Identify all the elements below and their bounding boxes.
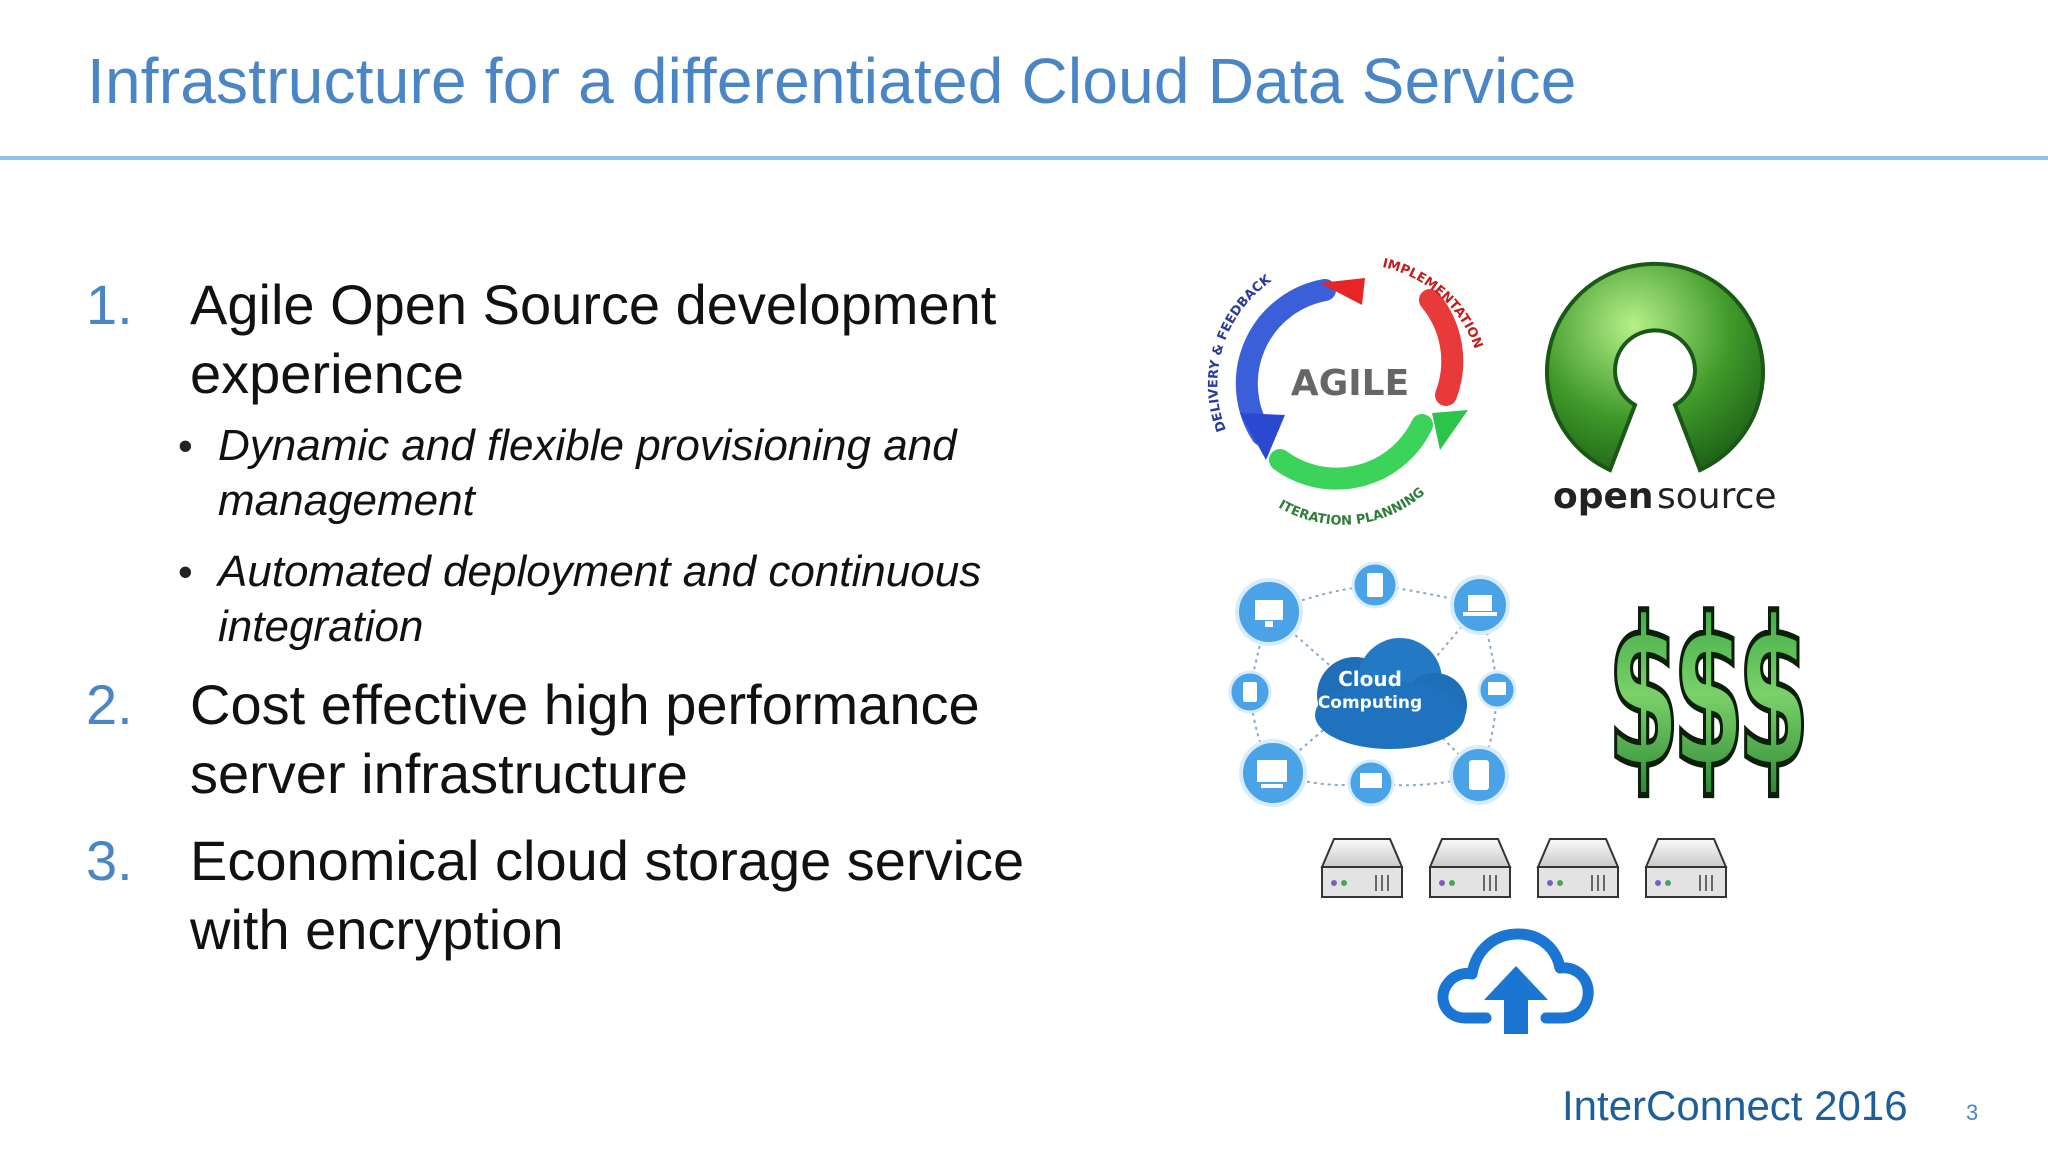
- cloud-label-line1: Cloud: [1338, 667, 1402, 691]
- iteration-planning-label: ITERATION PLANNING: [1276, 485, 1428, 529]
- money-image: $$$: [1605, 580, 1820, 800]
- device-node-desktop-icon: [1235, 578, 1303, 646]
- open-source-word-source: source: [1657, 476, 1777, 517]
- agile-cycle-image: AGILE IMPLEMENTATION DELIVERY & FEEDBACK…: [1206, 256, 1485, 529]
- open-source-word-open: open: [1553, 476, 1654, 517]
- list-item-3: 3. Economical cloud storage service with…: [86, 826, 1126, 964]
- sub-bullet-1: • Dynamic and flexible provisioning and …: [178, 418, 1126, 528]
- device-node-tablet-icon: [1228, 670, 1272, 714]
- device-node-monitor-icon: [1347, 759, 1395, 807]
- agile-label: AGILE: [1291, 363, 1409, 404]
- cloud-upload-icon: [1437, 928, 1594, 1034]
- open-source-keyhole-icon: [1545, 261, 1765, 473]
- server-icon: [1320, 838, 1404, 898]
- svg-text:ITERATION PLANNING: ITERATION PLANNING: [1276, 485, 1428, 529]
- sub-bullet-2: • Automated deployment and continuous in…: [178, 544, 1126, 654]
- footer-brand: InterConnect 2016: [1562, 1082, 1908, 1129]
- cloud-computing-image: Cloud Computing: [1228, 561, 1517, 807]
- list-number-1: 1.: [86, 273, 133, 336]
- list-text-3: Economical cloud storage service with en…: [190, 829, 1025, 961]
- list-text-1: Agile Open Source development experience: [190, 273, 997, 405]
- page-number: 3: [1966, 1100, 1979, 1125]
- device-node-phone-icon: [1351, 561, 1399, 609]
- iteration-arc: [1269, 414, 1433, 490]
- iteration-arrowhead: [1432, 410, 1468, 450]
- list-number-2: 2.: [86, 673, 133, 736]
- cloud-computing-cloud: [1315, 638, 1467, 749]
- device-node-mobile-icon: [1449, 745, 1509, 805]
- list-item-1: 1. Agile Open Source development experie…: [86, 270, 1126, 408]
- server-icon: [1644, 838, 1728, 898]
- device-node-workstation-icon: [1239, 739, 1307, 807]
- sub-bullet-text-1: Dynamic and flexible provisioning and ma…: [218, 421, 957, 525]
- bullet-dot: •: [178, 422, 193, 469]
- server-icon: [1428, 838, 1512, 898]
- list-number-3: 3.: [86, 829, 133, 892]
- device-node-pc-icon: [1477, 670, 1517, 710]
- list-text-2: Cost effective high performance server i…: [190, 673, 980, 805]
- open-source-logo: open source: [1545, 261, 1777, 517]
- implementation-arc: [1419, 289, 1464, 406]
- device-node-laptop-icon: [1450, 575, 1510, 635]
- list-item-2: 2. Cost effective high performance serve…: [86, 670, 1126, 808]
- slide-title: Infrastructure for a differentiated Clou…: [87, 45, 1577, 117]
- numbered-list: 1. Agile Open Source development experie…: [86, 270, 1126, 964]
- bullet-dot: •: [178, 548, 193, 595]
- delivery-arc: [1235, 279, 1336, 446]
- sub-bullets: • Dynamic and flexible provisioning and …: [178, 418, 1126, 654]
- title-divider: [0, 156, 2048, 160]
- delivery-arrowhead: [1240, 413, 1285, 460]
- server-icon: [1536, 838, 1620, 898]
- dollar-signs-icon: $$$: [1608, 580, 1803, 800]
- implementation-arrowhead: [1320, 278, 1365, 305]
- server-row-image: [1320, 838, 1728, 898]
- cloud-label-line2: Computing: [1318, 693, 1422, 713]
- sub-bullet-text-2: Automated deployment and continuous inte…: [218, 547, 982, 651]
